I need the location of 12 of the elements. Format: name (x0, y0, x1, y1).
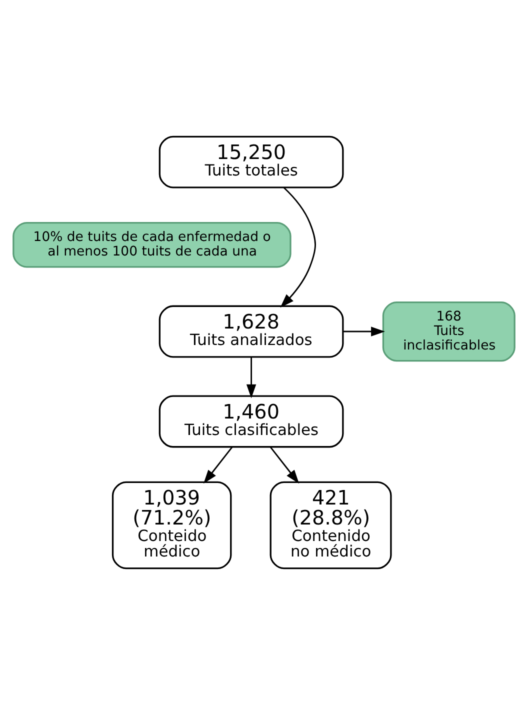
arrow (269, 446, 299, 484)
node-box: 10% de tuits de cada enfermedad o al menos 100 tuits de cada una (12, 221, 291, 268)
node-box: 421 (28.8%) Contenido no médico (269, 480, 392, 569)
arrow (280, 186, 316, 308)
node-box: 1,460 Tuits clasificables (158, 394, 344, 448)
node-box: 15,250 Tuits totales (158, 135, 344, 188)
node-box: 168 Tuits inclasificables (382, 300, 515, 362)
node-box: 1,039 (71.2%) Conteido médico (111, 480, 232, 569)
arrow (342, 326, 384, 336)
arrow (203, 446, 232, 484)
arrow (246, 356, 256, 398)
node-box: 1,628 Tuits analizados (158, 304, 344, 358)
